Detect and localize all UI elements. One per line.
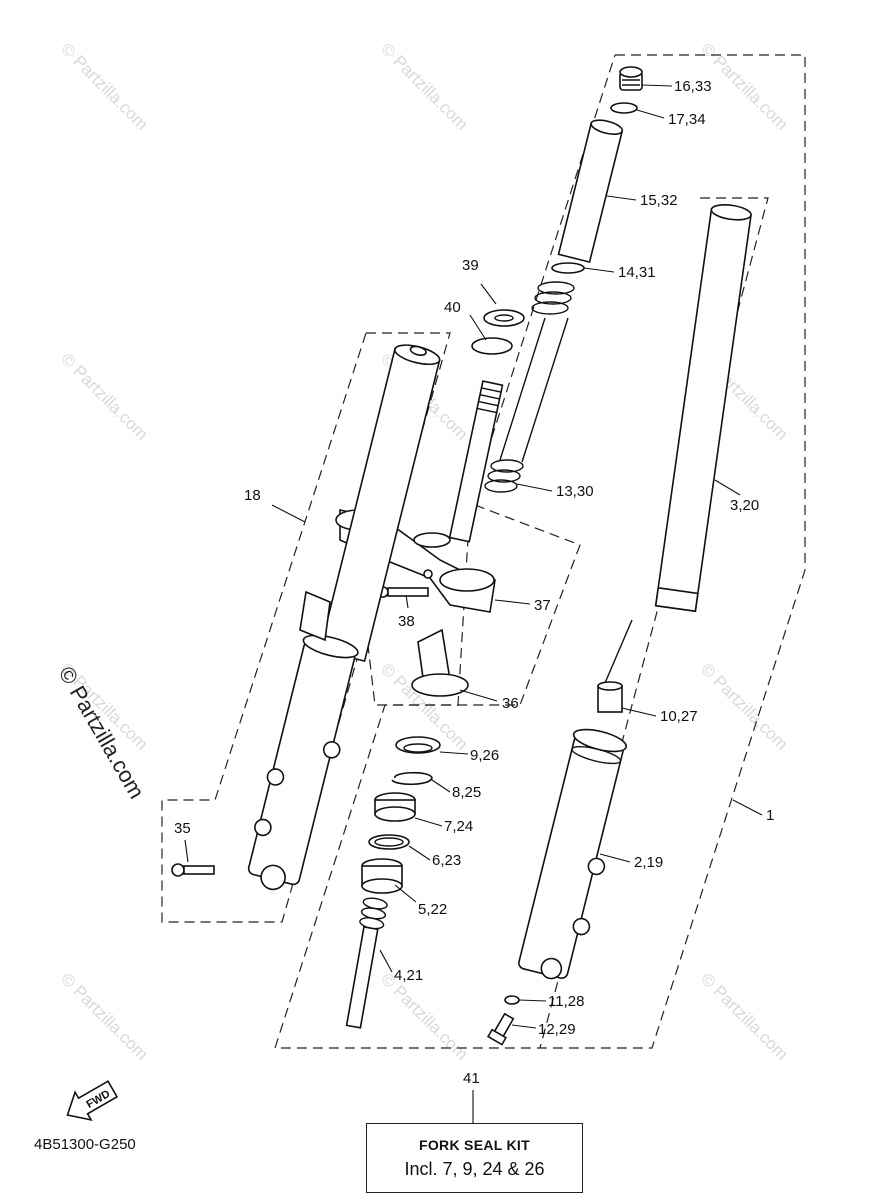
spring-body: [499, 317, 569, 463]
left-fork-cover: [299, 590, 331, 642]
steering-stem: [448, 380, 504, 543]
left-fork-assembly: [171, 344, 441, 891]
kit-subtitle: Incl. 7, 9, 24 & 26: [404, 1158, 545, 1179]
callout-39: 39: [462, 257, 479, 274]
damper-rod: [345, 897, 388, 1029]
leader-lines: [184, 84, 763, 1123]
cap-bolt: [619, 66, 643, 91]
fork-seal-kit-box: FORK SEAL KIT Incl. 7, 9, 24 & 26: [366, 1123, 583, 1193]
callout-7-24: 7,24: [444, 818, 473, 835]
callout-11-28: 11,28: [548, 993, 584, 1010]
outline-left-fork: [161, 332, 451, 923]
callout-10-27: 10,27: [660, 708, 698, 725]
o-ring: [610, 102, 638, 114]
watermark: © Partzilla.com: [377, 969, 471, 1063]
oil-lock-piece: [597, 681, 623, 713]
callout-13-30: 13,30: [556, 483, 594, 500]
callout-6-23: 6,23: [432, 852, 461, 869]
fork-spring-upper: [531, 281, 575, 315]
washer: [551, 262, 585, 274]
callout-40: 40: [444, 299, 461, 316]
callout-38: 38: [398, 613, 415, 630]
dust-seal: [395, 736, 441, 754]
callout-35: 35: [174, 820, 191, 837]
callout-41: 41: [463, 1070, 480, 1087]
callout-1: 1: [766, 807, 774, 824]
callout-12-29: 12,29: [538, 1021, 576, 1038]
callout-4-21: 4,21: [394, 967, 423, 984]
circlip: [391, 771, 433, 786]
callout-36: 36: [502, 695, 519, 712]
tube-guide-line: [601, 619, 633, 691]
watermark: © Partzilla.com: [697, 659, 791, 753]
watermark: © Partzilla.com: [57, 39, 151, 133]
oil-seal: [374, 792, 416, 822]
callout-17-34: 17,34: [668, 111, 706, 128]
left-outer-tube: [247, 634, 359, 891]
inner-tube: [654, 204, 752, 613]
callout-37: 37: [534, 597, 551, 614]
axle-pinch-bolt: [171, 863, 215, 877]
fork-spring-lower: [484, 459, 524, 493]
fwd-arrow-icon: FWD: [66, 1080, 119, 1121]
callout-14-31: 14,31: [618, 264, 656, 281]
right-fork-internals: [484, 66, 643, 493]
callout-9-26: 9,26: [470, 747, 499, 764]
outline-bracket: [364, 504, 581, 706]
diagram-code: 4B51300-G250: [34, 1136, 136, 1153]
drain-washer: [504, 995, 520, 1005]
watermark: © Partzilla.com: [57, 349, 151, 443]
drain-bolt: [486, 1012, 515, 1046]
outer-tube-right: [518, 728, 628, 980]
callout-2-19: 2,19: [634, 854, 663, 871]
fork-cover: [411, 628, 469, 697]
watermark: © Partzilla.com: [697, 969, 791, 1063]
seal-stack: [361, 736, 441, 894]
steering-bearings: [471, 309, 525, 355]
watermark: © Partzilla.com: [377, 39, 471, 133]
callout-3-20: 3,20: [730, 497, 759, 514]
spacer-tube: [557, 119, 624, 264]
watermark: © Partzilla.com: [57, 969, 151, 1063]
callout-15-32: 15,32: [640, 192, 678, 209]
pinch-bolt: [377, 586, 429, 598]
callout-labels: 16,33 17,34 15,32 14,31 39 40 13,30 3,20…: [174, 78, 774, 1087]
callout-18: 18: [244, 487, 261, 504]
slide-bushing: [361, 858, 403, 894]
callout-8-25: 8,25: [452, 784, 481, 801]
callout-5-22: 5,22: [418, 901, 447, 918]
kit-title: FORK SEAL KIT: [419, 1136, 530, 1153]
outline-damper-rod: [539, 197, 769, 1049]
left-inner-tube: [318, 344, 441, 663]
washer-seal: [368, 834, 410, 850]
group-outlines: [161, 54, 806, 1049]
callout-16-33: 16,33: [674, 78, 712, 95]
